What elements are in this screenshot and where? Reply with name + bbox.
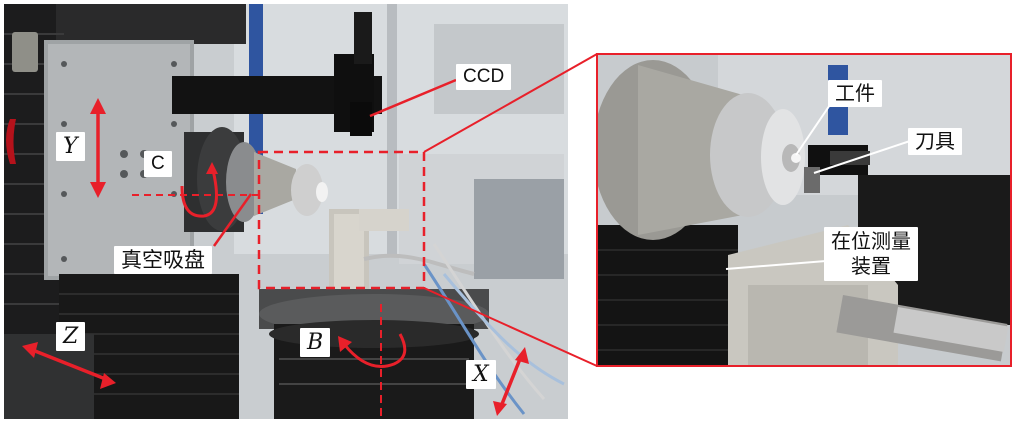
label-in-situ-measurement: 在位测量 装置: [824, 227, 918, 281]
label-vacuum-chuck: 真空吸盘: [114, 246, 212, 275]
y-arrow-down-head: [90, 182, 106, 198]
label-z-axis: Z: [56, 322, 86, 352]
label-in-situ-measurement-line2: 装置: [851, 254, 891, 278]
label-c-axis: C: [144, 151, 172, 177]
label-y-axis: Y: [56, 132, 85, 162]
label-tool: 刀具: [908, 128, 962, 155]
label-x-axis: X: [466, 360, 496, 390]
label-b-axis: B: [300, 328, 331, 358]
machine-photo: CCD Y C 真空吸盘 Z B X: [4, 4, 568, 419]
roi-dashed-box: [257, 150, 426, 290]
c-rotation-arrow: [180, 165, 218, 218]
x-arrow-up-head: [515, 347, 529, 364]
label-ccd: CCD: [456, 64, 512, 90]
z-arrow-left-head: [22, 342, 38, 358]
annotation-overlay: [22, 78, 529, 419]
b-rotation-arrow: [342, 333, 407, 368]
label-in-situ-measurement-line1: 在位测量: [831, 229, 911, 253]
inset-photo: 工件 刀具 在位测量 装置: [596, 53, 1012, 367]
x-arrow-down-head: [493, 401, 507, 416]
label-workpiece: 工件: [828, 80, 882, 107]
y-arrow-up-head: [90, 98, 106, 114]
z-arrow-right-head: [100, 373, 116, 389]
inset-pointer-lines: [725, 92, 911, 270]
ccd-pointer-line: [369, 78, 457, 118]
inset-photo-drawing: [598, 55, 1010, 365]
